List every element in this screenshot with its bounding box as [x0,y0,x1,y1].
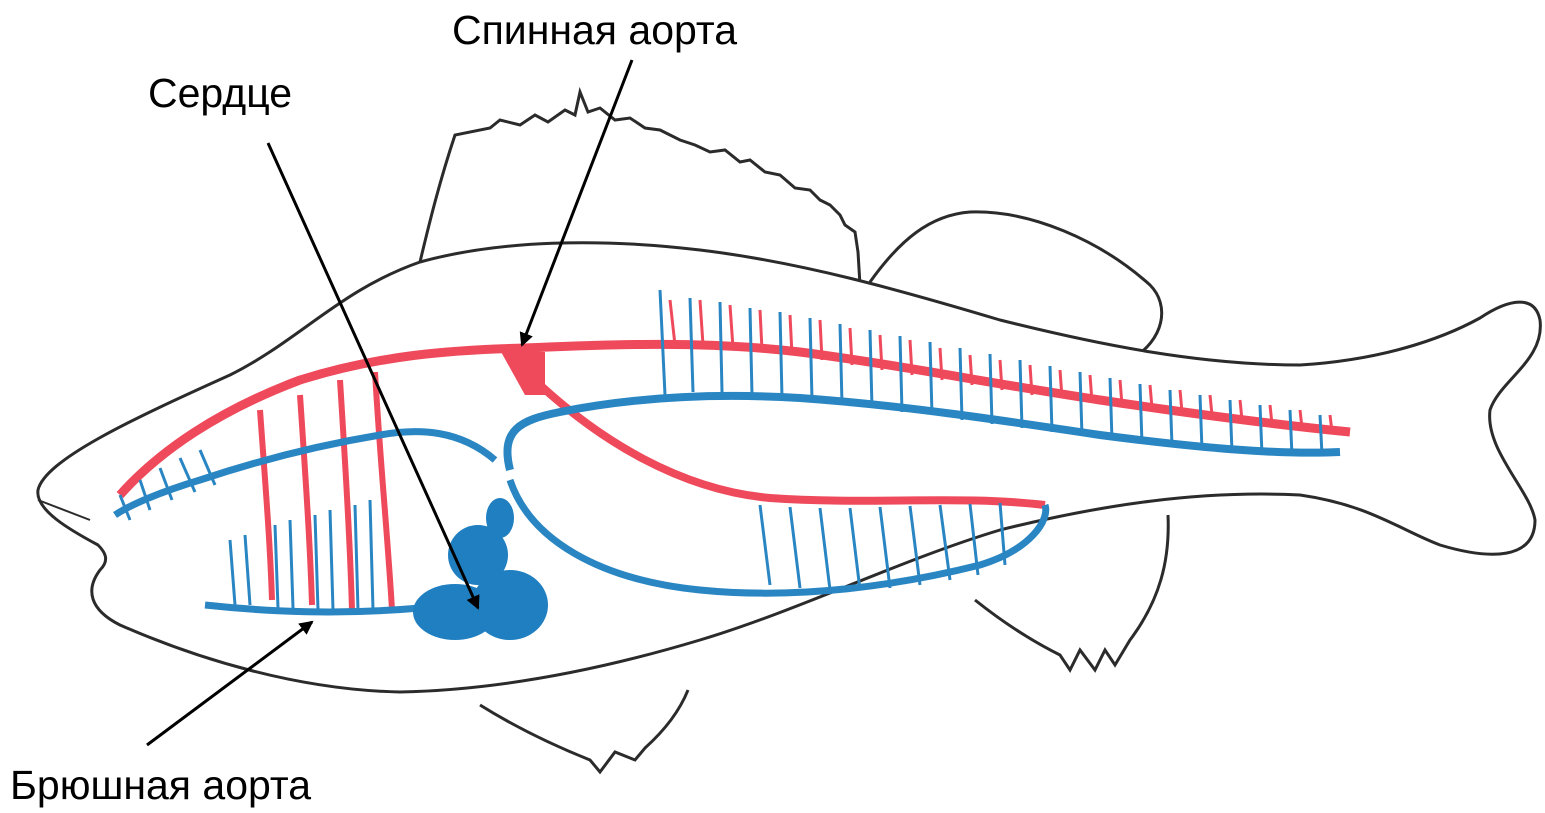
pelvic-fin [480,690,688,772]
label-dorsal-aorta: Спинная аорта [452,10,737,51]
label-heart: Сердце [148,73,292,114]
label-ventral-aorta: Брюшная аорта [10,765,311,806]
